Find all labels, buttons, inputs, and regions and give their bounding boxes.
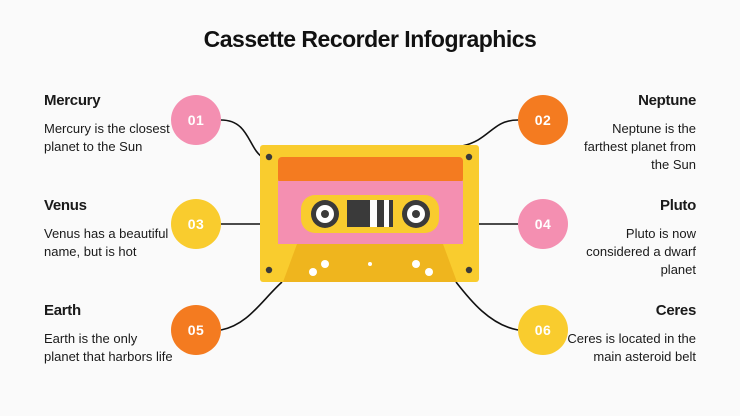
cassette-holes: [309, 260, 433, 276]
number-badge-03: 03: [171, 199, 221, 249]
item-venus: Venus Venus has a beautiful name, but is…: [44, 197, 174, 261]
left-reel: [311, 200, 339, 228]
item-description: Neptune is the farthest planet from the …: [584, 121, 696, 172]
item-description: Pluto is now considered a dwarf planet: [586, 226, 696, 277]
number-badge-06: 06: [518, 305, 568, 355]
cassette-screws: [265, 153, 473, 274]
item-mercury: Mercury Mercury is the closest planet to…: [44, 92, 174, 156]
item-title: Neptune: [638, 92, 696, 109]
item-ceres: Ceres Ceres is located in the main aster…: [566, 302, 696, 366]
item-title: Pluto: [660, 197, 696, 214]
item-description: Mercury is the closest planet to the Sun: [44, 121, 170, 154]
item-description: Ceres is located in the main asteroid be…: [567, 331, 696, 364]
number-badge-04: 04: [518, 199, 568, 249]
item-description: Earth is the only planet that harbors li…: [44, 331, 173, 364]
item-title: Venus: [44, 197, 87, 214]
right-reel: [402, 200, 430, 228]
connector-02: [461, 119, 519, 147]
connector-06: [455, 281, 519, 331]
number-badge-01: 01: [171, 95, 221, 145]
item-pluto: Pluto Pluto is now considered a dwarf pl…: [566, 197, 696, 279]
connector-05: [220, 281, 283, 331]
item-title: Mercury: [44, 92, 101, 109]
number-badge-05: 05: [171, 305, 221, 355]
item-earth: Earth Earth is the only planet that harb…: [44, 302, 174, 366]
cassette-icon: [260, 145, 479, 282]
item-title: Earth: [44, 302, 81, 319]
item-description: Venus has a beautiful name, but is hot: [44, 226, 169, 259]
connector-01: [220, 119, 265, 159]
item-title: Ceres: [655, 302, 697, 319]
item-neptune: Neptune Neptune is the farthest planet f…: [566, 92, 696, 174]
page-title: Cassette Recorder Infographics: [203, 26, 537, 52]
number-badge-02: 02: [518, 95, 568, 145]
